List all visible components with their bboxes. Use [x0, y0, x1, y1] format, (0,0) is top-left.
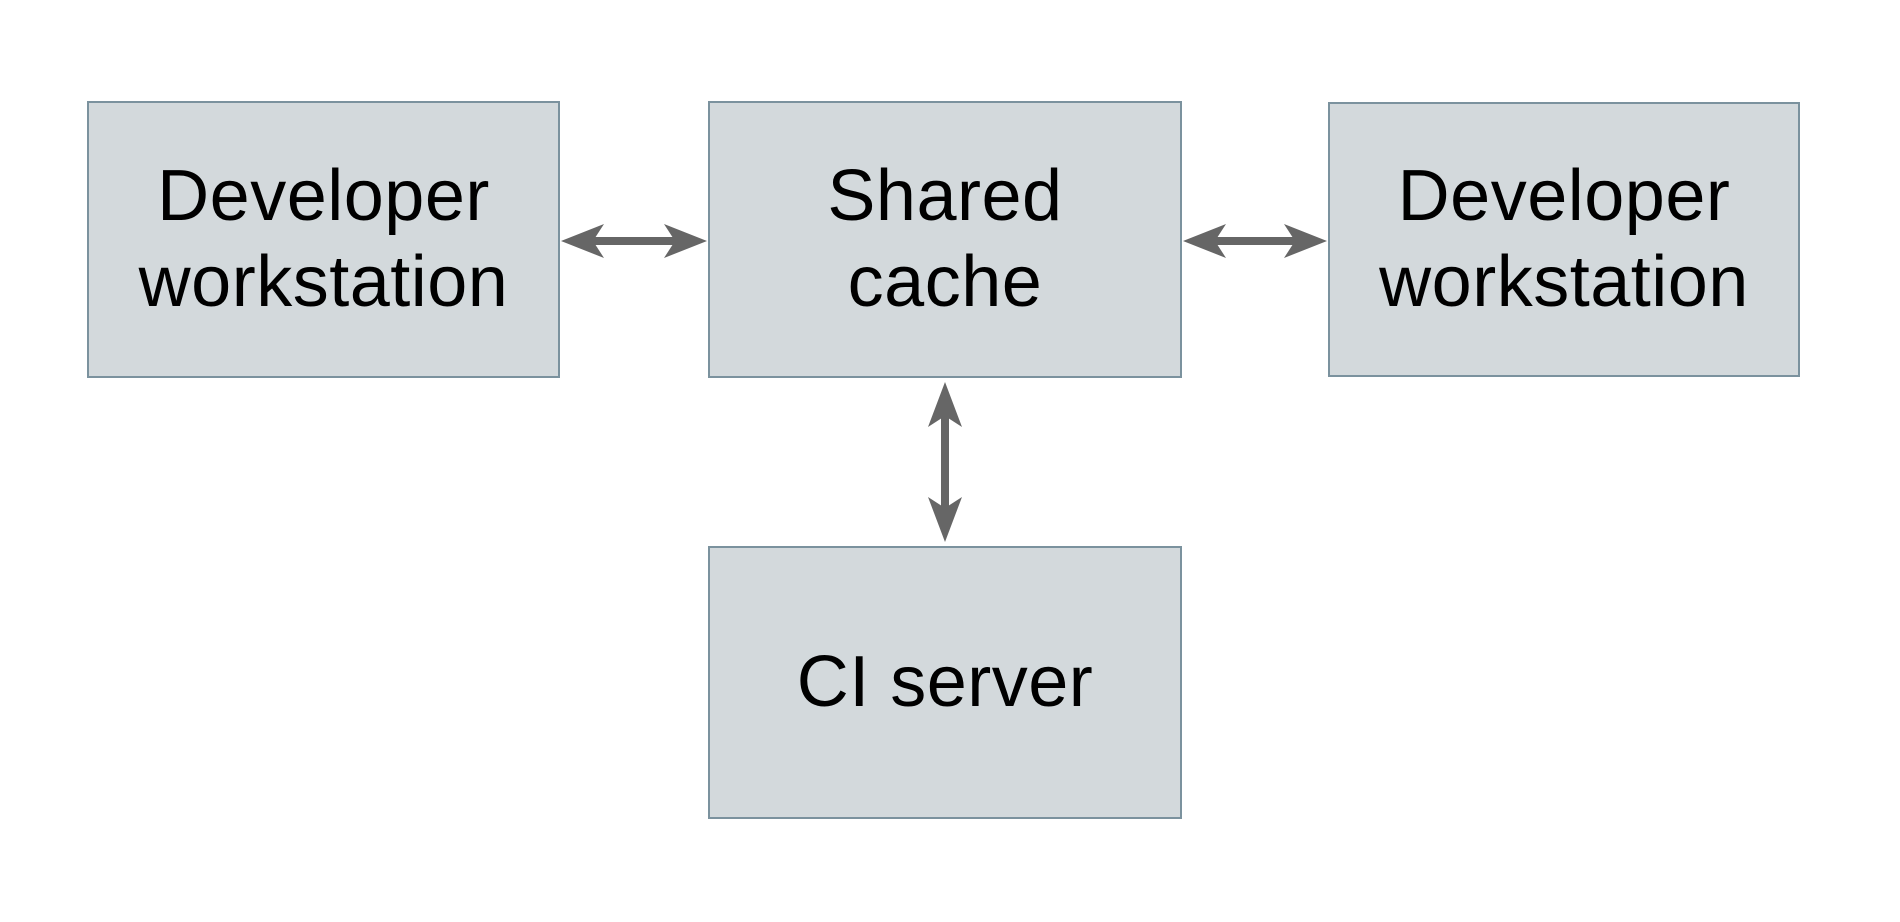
node-label-line: Shared: [827, 155, 1063, 236]
node-ci-server: CI server: [708, 546, 1182, 819]
double-arrow-icon-cache-ci-server: [928, 382, 962, 542]
node-label-line: CI server: [796, 641, 1094, 722]
node-label-line: Developer: [157, 155, 490, 236]
double-arrow-icon-cache-workstation-right: [1183, 224, 1327, 258]
node-label-line: workstation: [138, 241, 509, 322]
node-label-line: cache: [847, 241, 1043, 322]
double-arrow-icon-workstation-left-cache: [561, 224, 707, 258]
node-label-line: Developer: [1397, 155, 1731, 236]
node-label-line: workstation: [1379, 241, 1749, 322]
node-developer-workstation-right: Developer workstation: [1328, 102, 1800, 377]
node-developer-workstation-left: Developer workstation: [87, 101, 560, 378]
node-shared-cache: Shared cache: [708, 101, 1182, 378]
